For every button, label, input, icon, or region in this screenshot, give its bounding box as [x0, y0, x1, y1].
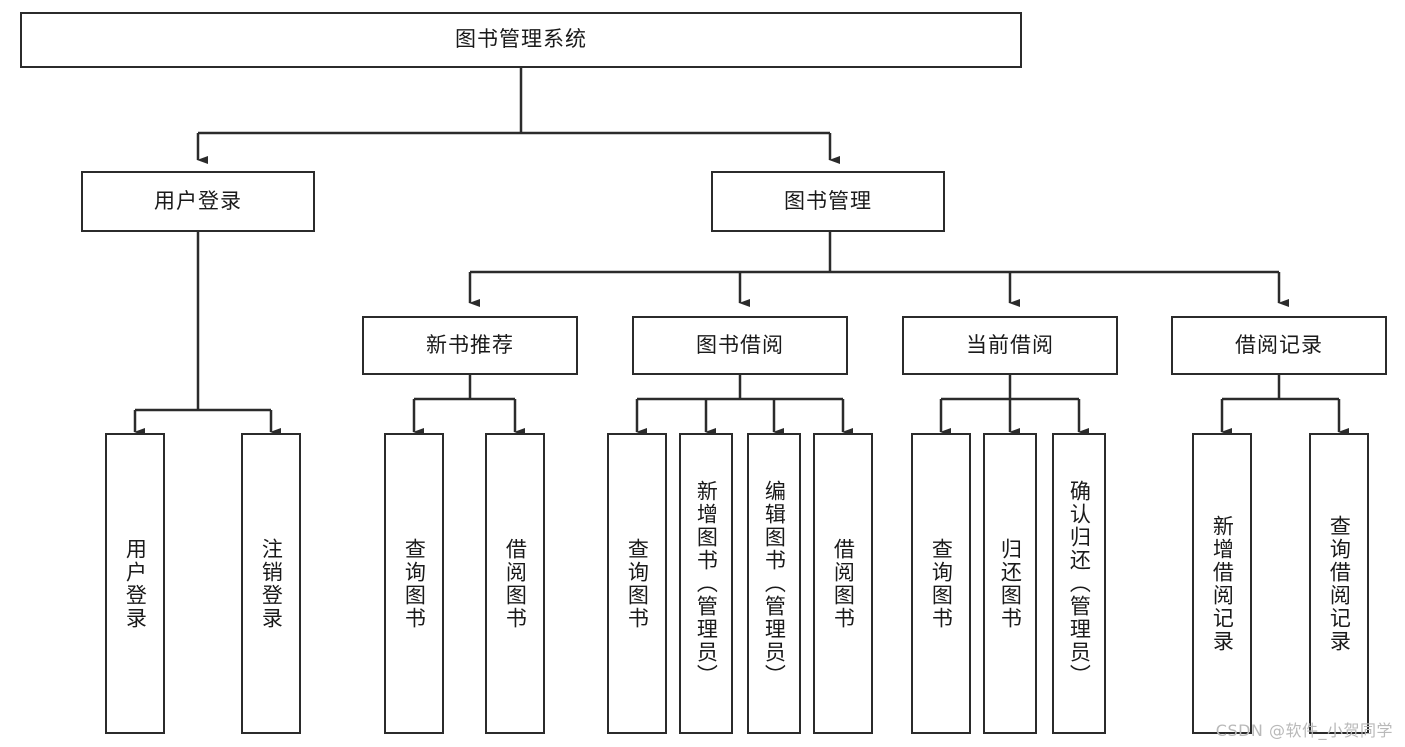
node-new-book-recommend-label: 新书推荐 — [426, 332, 514, 357]
leaf-query-book-3[interactable]: 查询图书 — [911, 433, 971, 734]
leaf-borrow-book-1[interactable]: 借阅图书 — [485, 433, 545, 734]
leaf-query-book-2[interactable]: 查询图书 — [607, 433, 667, 734]
node-root-label: 图书管理系统 — [455, 27, 587, 52]
node-current-borrow-label: 当前借阅 — [966, 332, 1054, 357]
leaf-user-login[interactable]: 用户登录 — [105, 433, 165, 734]
node-root[interactable]: 图书管理系统 — [20, 12, 1022, 68]
node-book-manage-label: 图书管理 — [784, 188, 872, 213]
leaf-borrow-book-1-label: 借阅图书 — [503, 537, 528, 630]
leaf-return-book-label: 归还图书 — [998, 537, 1023, 630]
leaf-user-login-label: 用户登录 — [123, 537, 148, 630]
leaf-add-book-admin-label: 新增图书（管理员） — [694, 480, 719, 687]
node-user-login-label: 用户登录 — [154, 188, 242, 213]
leaf-add-borrow-record[interactable]: 新增借阅记录 — [1192, 433, 1252, 734]
leaf-add-borrow-record-label: 新增借阅记录 — [1210, 514, 1235, 653]
csdn-watermark: CSDN @软件_小贺同学 — [1215, 721, 1393, 740]
node-book-borrow[interactable]: 图书借阅 — [632, 316, 848, 375]
leaf-add-book-admin[interactable]: 新增图书（管理员） — [679, 433, 733, 734]
node-borrow-record-label: 借阅记录 — [1235, 332, 1323, 357]
leaf-logout-label: 注销登录 — [259, 537, 284, 630]
node-borrow-record[interactable]: 借阅记录 — [1171, 316, 1387, 375]
leaf-borrow-book-2-label: 借阅图书 — [831, 537, 856, 630]
node-book-borrow-label: 图书借阅 — [696, 332, 784, 357]
leaf-borrow-book-2[interactable]: 借阅图书 — [813, 433, 873, 734]
leaf-edit-book-admin-label: 编辑图书（管理员） — [762, 480, 787, 687]
node-new-book-recommend[interactable]: 新书推荐 — [362, 316, 578, 375]
leaf-query-book-3-label: 查询图书 — [929, 537, 954, 630]
leaf-query-borrow-record-label: 查询借阅记录 — [1327, 514, 1352, 653]
node-book-manage[interactable]: 图书管理 — [711, 171, 945, 232]
leaf-query-book-1[interactable]: 查询图书 — [384, 433, 444, 734]
leaf-confirm-return-admin-label: 确认归还（管理员） — [1067, 480, 1092, 687]
leaf-confirm-return-admin[interactable]: 确认归还（管理员） — [1052, 433, 1106, 734]
leaf-edit-book-admin[interactable]: 编辑图书（管理员） — [747, 433, 801, 734]
leaf-return-book[interactable]: 归还图书 — [983, 433, 1037, 734]
leaf-query-borrow-record[interactable]: 查询借阅记录 — [1309, 433, 1369, 734]
leaf-query-book-2-label: 查询图书 — [625, 537, 650, 630]
leaf-logout[interactable]: 注销登录 — [241, 433, 301, 734]
node-user-login[interactable]: 用户登录 — [81, 171, 315, 232]
node-current-borrow[interactable]: 当前借阅 — [902, 316, 1118, 375]
leaf-query-book-1-label: 查询图书 — [402, 537, 427, 630]
